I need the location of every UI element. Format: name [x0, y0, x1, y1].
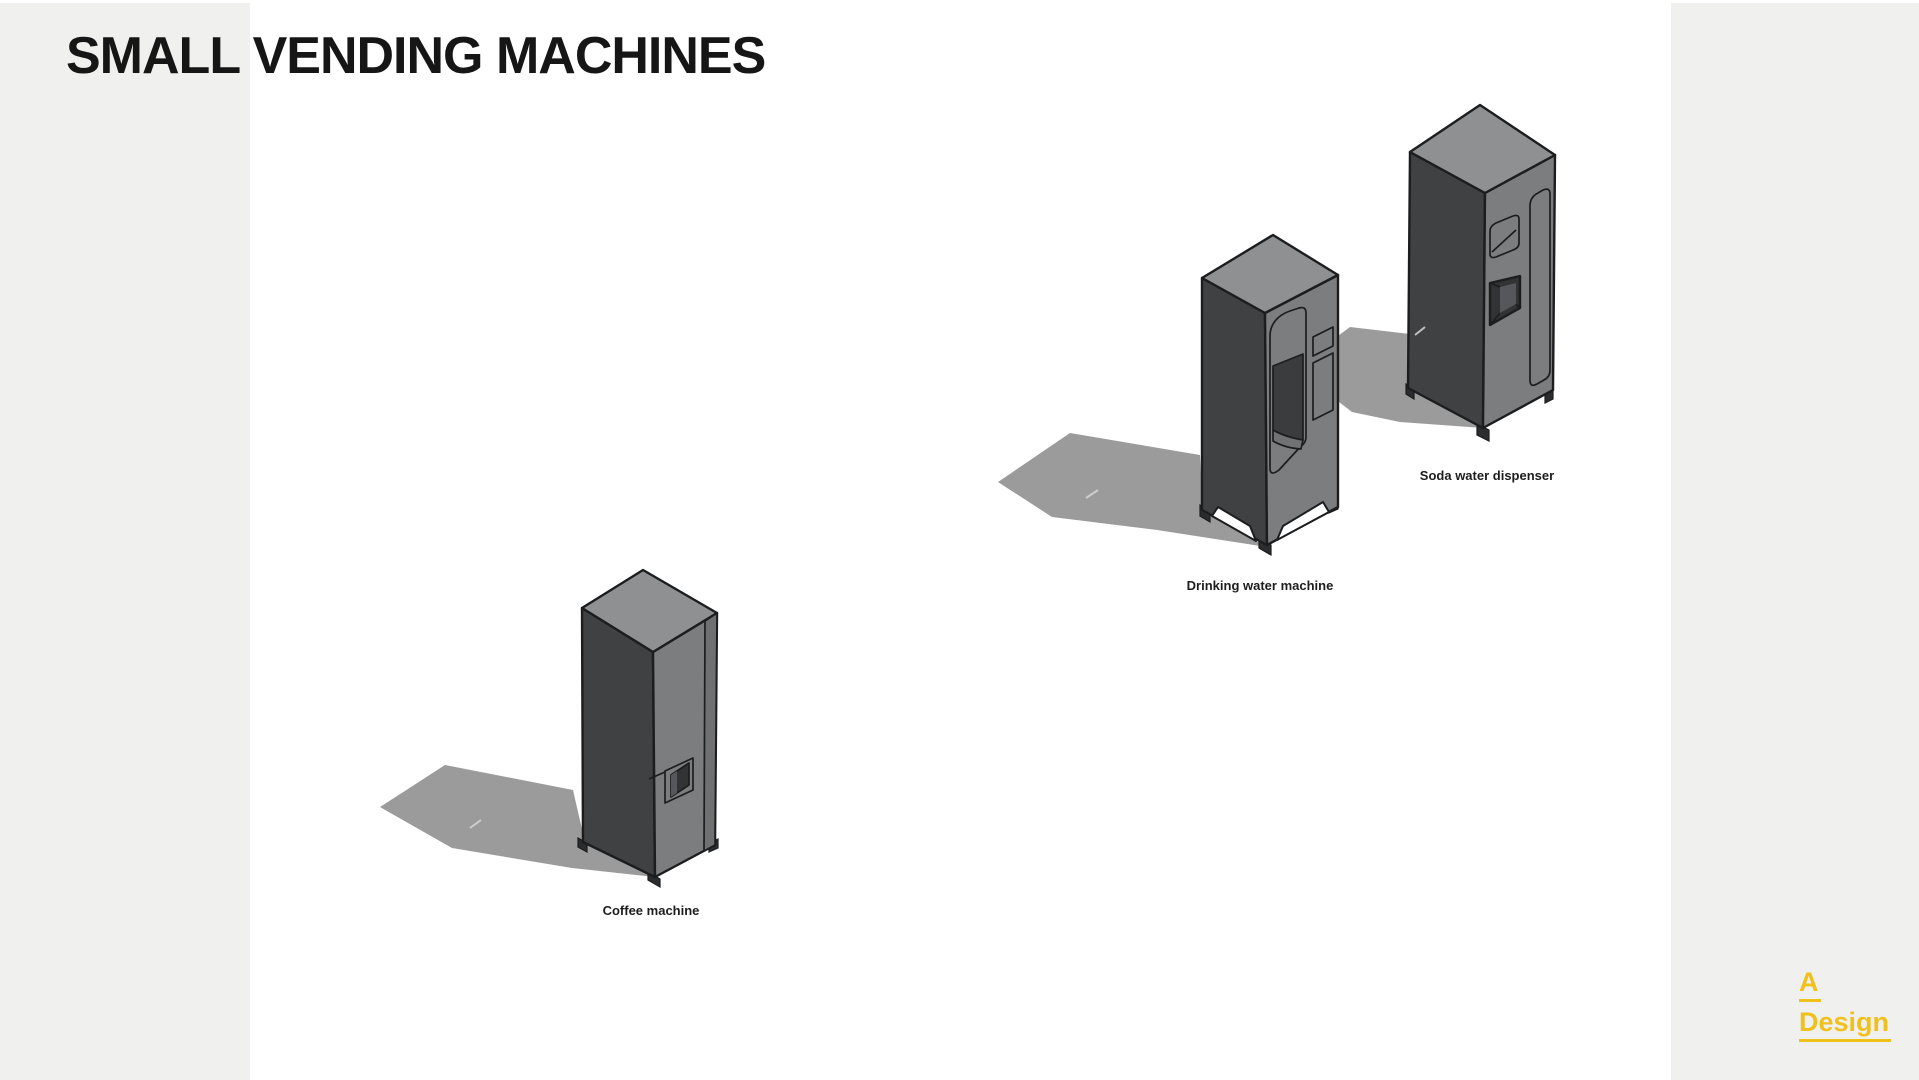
soda-top-face: [1408, 103, 1557, 195]
soda-water-dispenser-illustration: [1405, 103, 1557, 442]
coffee-left-face: [580, 606, 657, 879]
right-margin-panel: [1671, 3, 1919, 1080]
left-margin-panel: [0, 3, 250, 1080]
coffee-top-face: [580, 568, 719, 654]
soda-left-face: [1406, 150, 1487, 430]
logo-line-design[interactable]: Design: [1799, 1009, 1892, 1042]
drinking-side-panel: [1312, 352, 1334, 421]
coffee-machine-label: Coffee machine: [602, 903, 700, 918]
drinking-dispense-opening: [1272, 353, 1304, 441]
drinking-top-face: [1200, 233, 1340, 315]
logo-line-a[interactable]: A: [1799, 969, 1821, 1002]
drinking-water-machine-illustration: [1199, 233, 1340, 557]
drinking-water-machine-shadow: [998, 433, 1267, 547]
drinking-base-arch-left: [1211, 506, 1257, 542]
drinking-left-face: [1200, 276, 1269, 547]
drinking-water-machine-label: Drinking water machine: [1186, 578, 1334, 593]
texture-marks: [469, 489, 1099, 829]
coffee-machine-illustration: [577, 568, 719, 889]
coffee-door-seam-panel: [703, 612, 718, 852]
soda-door-strip: [1529, 188, 1551, 387]
page-title: SMALL VENDING MACHINES: [66, 27, 766, 85]
soda-water-dispenser-label: Soda water dispenser: [1419, 468, 1555, 483]
drinking-base-arch-right: [1276, 501, 1330, 541]
drinking-keypad: [1312, 326, 1334, 357]
brand-logo[interactable]: A Design: [1799, 969, 1892, 1049]
drinking-opening-floor: [1272, 429, 1304, 450]
